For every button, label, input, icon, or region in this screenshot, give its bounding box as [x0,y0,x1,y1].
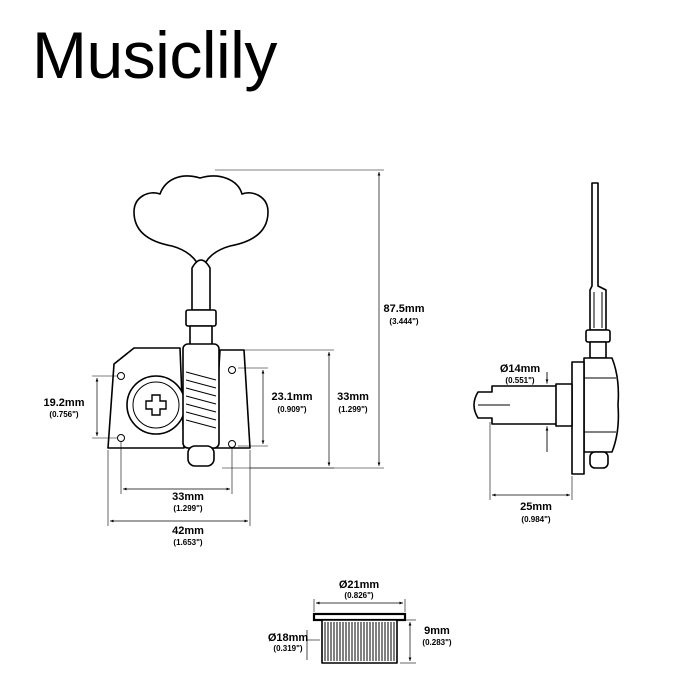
dim-bushing-outer-mm: Ø21mm [339,579,380,591]
dim-bushing-inner-mm: Ø18mm [268,632,309,644]
bushing-body [321,619,398,664]
screw-hole-icon [228,366,236,374]
dim-bushing-outer-inch: (0.826") [344,591,373,600]
dim-plate-height-mm: 33mm [337,391,369,403]
side-key-neck [589,341,607,359]
dim-bushing-inner-inch: (0.319") [273,644,302,653]
tuner-key-head [133,175,269,271]
phillips-screw-icon [145,394,167,416]
dim-hole-spacing-mm: 19.2mm [44,397,85,409]
dim-total-length-mm: 87.5mm [384,303,425,315]
side-end-cap [589,451,609,469]
dim-plate-width-mm: 42mm [172,525,204,537]
dim-plate-height-inch: (1.299") [338,405,367,414]
dim-hole-spacing-inch: (0.756") [49,410,78,419]
bushing-flange [312,612,407,622]
bushing-knurling [324,622,395,661]
tuner-worm-housing [182,343,220,449]
dim-total-length-inch: (3.444") [389,317,418,326]
dim-hole-width-mm: 33mm [172,491,204,503]
tuner-key-neck [191,259,211,311]
side-key-blade [589,182,607,331]
worm-thread [185,371,217,429]
side-mount-plate [571,361,585,475]
dim-hole-width-inch: (1.299") [173,504,202,513]
dim-post-diameter-inch: (0.551") [505,376,534,385]
side-housing [583,357,620,453]
tuner-side-view: Ø14mm (0.551") 25mm (0.984") [473,182,620,524]
dim-plate-width-inch: (1.653") [173,538,202,547]
dim-post-diameter-mm: Ø14mm [500,363,541,375]
dim-bushing-height-mm: 9mm [424,625,450,637]
side-key-collar [585,329,611,343]
dim-inner-height-mm: 23.1mm [272,391,313,403]
tuner-end-cap [187,445,215,467]
dim-bushing-height-inch: (0.283") [422,638,451,647]
brand-logo: Musiclily [32,18,277,92]
dim-inner-height-inch: (0.909") [277,405,306,414]
screw-hole-icon [228,440,236,448]
side-post-base [555,383,573,427]
dim-post-length-mm: 25mm [520,501,552,513]
tuner-shaft-collar [185,309,217,327]
tuner-gear-inner [132,381,180,429]
dim-post-length-inch: (0.984") [521,515,550,524]
bushing-view: Ø21mm (0.826") Ø18mm (0.319") 9mm (0.283… [268,579,452,664]
tuner-front-view: 87.5mm (3.444") 33mm (1.299") 23.1mm (0.… [44,169,425,547]
